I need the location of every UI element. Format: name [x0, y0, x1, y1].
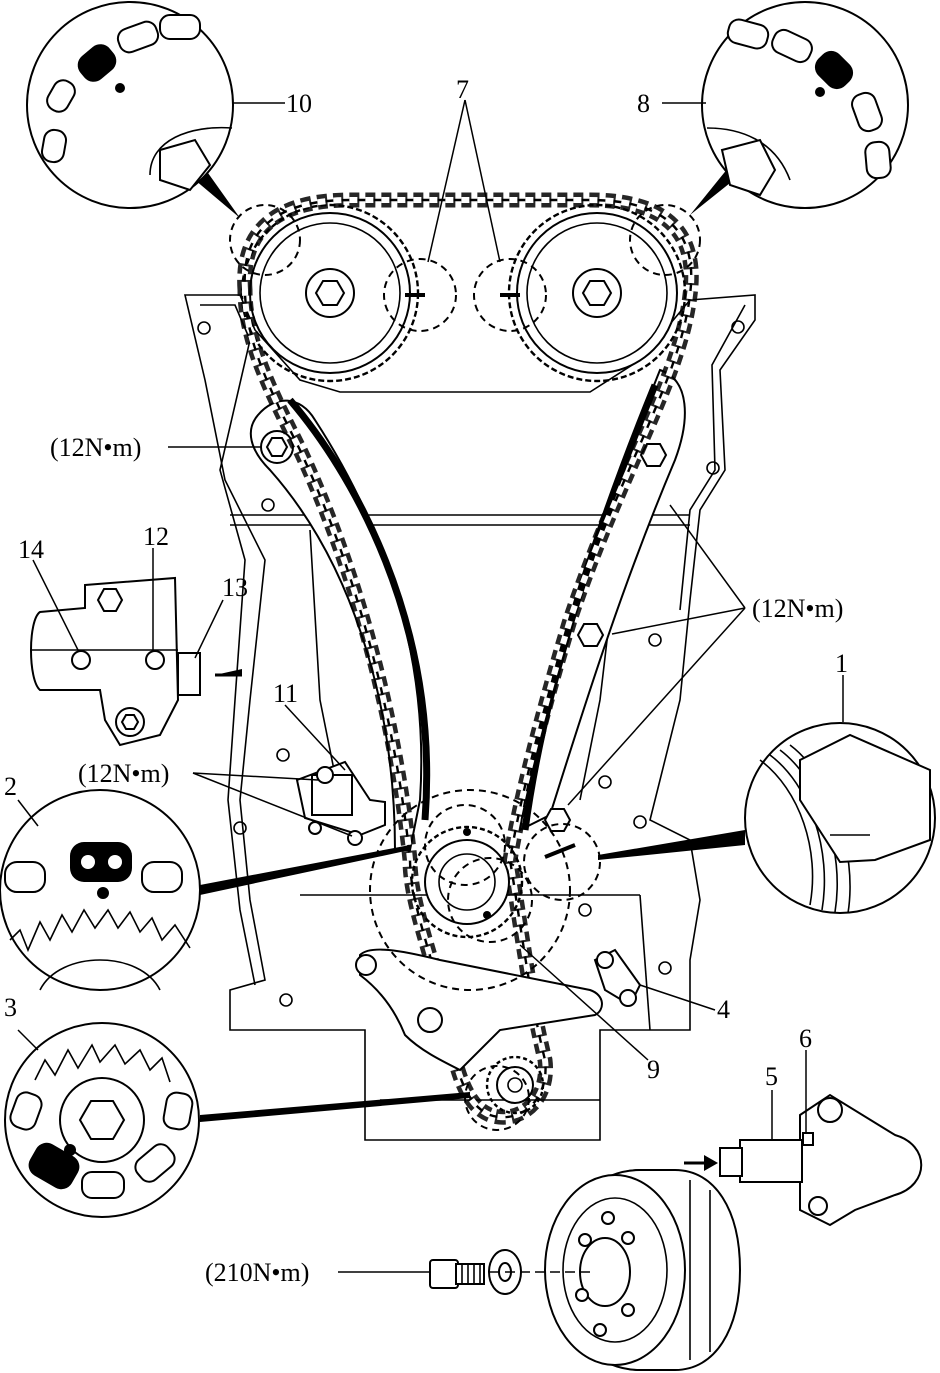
- oil-pump-chain-guide: [355, 948, 603, 1072]
- detail-2-magnifier: [0, 789, 410, 991]
- tensioner-inset: [30, 576, 242, 747]
- tensioner-inset-right: [684, 1093, 923, 1227]
- callout-4: 4: [717, 995, 730, 1024]
- torque-label-tensioner: (12N•m): [78, 759, 169, 788]
- leader-lines: [17, 99, 844, 1273]
- chain-tensioner: [295, 760, 386, 846]
- detail-10-magnifier: [26, 1, 240, 218]
- callout-5: 5: [765, 1062, 778, 1091]
- torque-label-left-guide: (12N•m): [50, 433, 141, 462]
- callout-13: 13: [222, 573, 248, 602]
- callout-3: 3: [4, 993, 17, 1022]
- oil-pump-tensioner: [593, 948, 642, 1007]
- callout-6: 6: [799, 1024, 812, 1053]
- labels: 1 2 3 4 5 6 7 8 9 10 11 12 13 14 (12N•m)…: [4, 75, 848, 1287]
- right-chain-guide: [518, 368, 686, 832]
- callout-10: 10: [286, 89, 312, 118]
- timing-marks: [405, 293, 576, 859]
- torque-label-pulley-bolt: (210N•m): [205, 1258, 309, 1287]
- right-camshaft-sprocket: [507, 203, 687, 383]
- crankshaft-pulley: [544, 1169, 742, 1371]
- pulley-bolt: [429, 1259, 485, 1289]
- callout-2: 2: [4, 772, 17, 801]
- callout-9: 9: [647, 1055, 660, 1084]
- callout-14: 14: [18, 535, 44, 564]
- callout-8: 8: [637, 89, 650, 118]
- oil-pump-sprocket: [485, 1055, 545, 1115]
- detail-3-magnifier: [4, 1022, 470, 1218]
- callout-12: 12: [143, 522, 169, 551]
- detail-1-magnifier: [598, 722, 936, 914]
- crankshaft-sprocket: [410, 825, 524, 939]
- callout-11: 11: [273, 679, 298, 708]
- detail-8-magnifier: [690, 1, 909, 215]
- callout-1: 1: [835, 649, 848, 678]
- torque-label-right-guide: (12N•m): [752, 594, 843, 623]
- callout-7: 7: [456, 75, 469, 104]
